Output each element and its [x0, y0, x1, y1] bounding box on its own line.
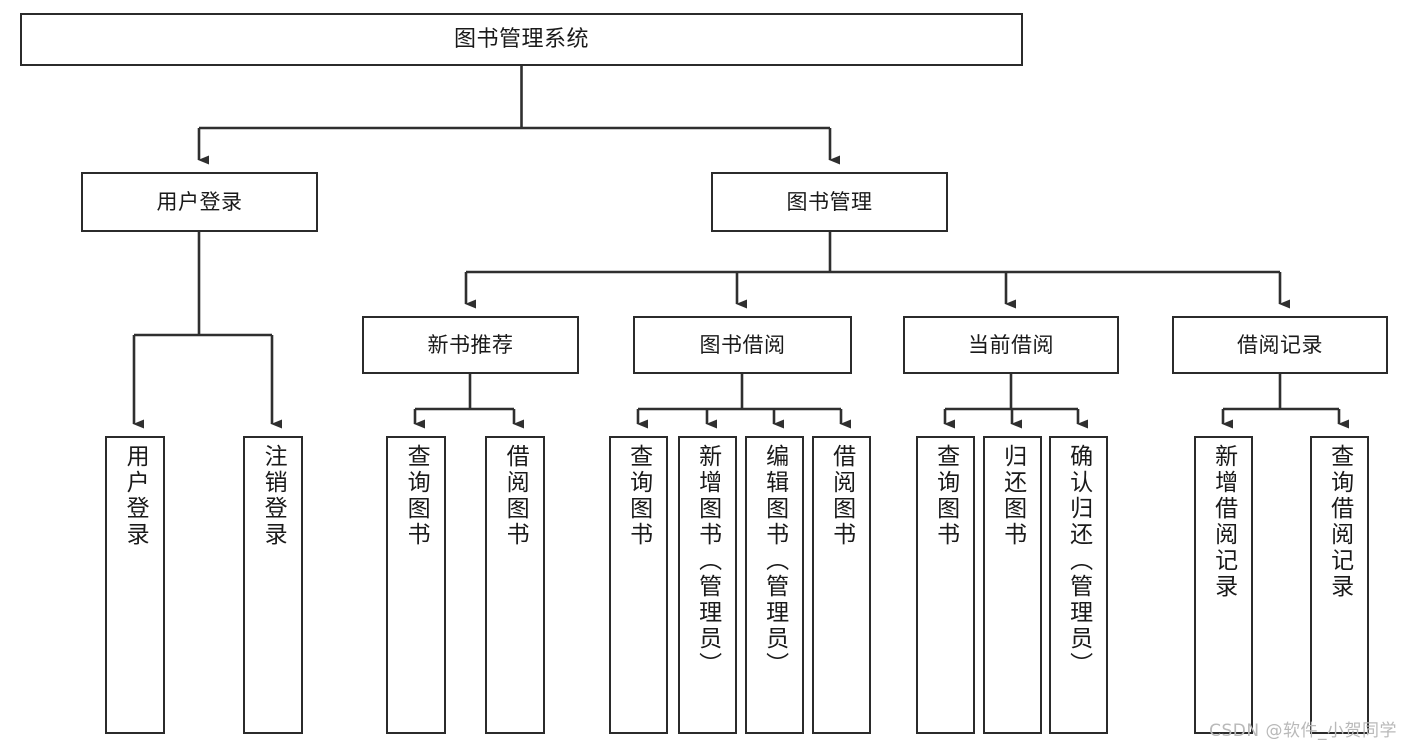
node-new-book-rec-label: 新书推荐	[427, 332, 514, 357]
node-leaf-query-record[interactable]: 查询借阅记录	[1310, 436, 1369, 734]
node-new-book-rec[interactable]: 新书推荐	[362, 316, 579, 374]
node-user-login[interactable]: 用户登录	[81, 172, 318, 232]
node-leaf-user-login[interactable]: 用户登录	[105, 436, 165, 734]
node-leaf-borrow-book-rec-label: 借阅图书	[502, 444, 529, 548]
node-leaf-logout[interactable]: 注销登录	[243, 436, 303, 734]
node-borrow-record[interactable]: 借阅记录	[1172, 316, 1388, 374]
node-leaf-query-book-borrow[interactable]: 查询图书	[609, 436, 668, 734]
node-leaf-borrow-book-label: 借阅图书	[828, 444, 855, 548]
node-leaf-query-book-rec-label: 查询图书	[403, 444, 430, 548]
node-root-label: 图书管理系统	[453, 26, 589, 52]
node-current-borrow-label: 当前借阅	[968, 332, 1054, 357]
node-book-manage[interactable]: 图书管理	[711, 172, 948, 232]
node-leaf-query-book-rec[interactable]: 查询图书	[386, 436, 446, 734]
node-leaf-confirm-return-label: 确认归还（管理员）	[1065, 444, 1092, 678]
node-leaf-borrow-book-rec[interactable]: 借阅图书	[485, 436, 545, 734]
watermark-text: CSDN @软件_小贺同学	[1209, 721, 1397, 741]
node-book-manage-label: 图书管理	[786, 189, 873, 214]
node-leaf-logout-label: 注销登录	[260, 444, 287, 548]
node-leaf-borrow-book[interactable]: 借阅图书	[812, 436, 871, 734]
node-book-borrow-label: 图书借阅	[699, 332, 786, 357]
node-current-borrow[interactable]: 当前借阅	[903, 316, 1119, 374]
node-leaf-return-book[interactable]: 归还图书	[983, 436, 1042, 734]
node-leaf-user-login-label: 用户登录	[122, 444, 149, 548]
node-leaf-query-record-label: 查询借阅记录	[1326, 444, 1353, 600]
node-borrow-record-label: 借阅记录	[1237, 332, 1323, 357]
node-leaf-add-book[interactable]: 新增图书（管理员）	[678, 436, 737, 734]
node-leaf-add-record-label: 新增借阅记录	[1210, 444, 1237, 600]
node-leaf-query-book-current[interactable]: 查询图书	[916, 436, 975, 734]
node-leaf-query-book-borrow-label: 查询图书	[625, 444, 652, 548]
node-root[interactable]: 图书管理系统	[20, 13, 1023, 66]
node-leaf-query-book-current-label: 查询图书	[932, 444, 959, 548]
node-leaf-add-book-label: 新增图书（管理员）	[694, 444, 721, 678]
node-leaf-edit-book-label: 编辑图书（管理员）	[761, 444, 788, 678]
node-leaf-add-record[interactable]: 新增借阅记录	[1194, 436, 1253, 734]
node-user-login-label: 用户登录	[156, 189, 243, 214]
node-leaf-confirm-return[interactable]: 确认归还（管理员）	[1049, 436, 1108, 734]
node-leaf-return-book-label: 归还图书	[999, 444, 1026, 548]
node-book-borrow[interactable]: 图书借阅	[633, 316, 852, 374]
node-leaf-edit-book[interactable]: 编辑图书（管理员）	[745, 436, 804, 734]
